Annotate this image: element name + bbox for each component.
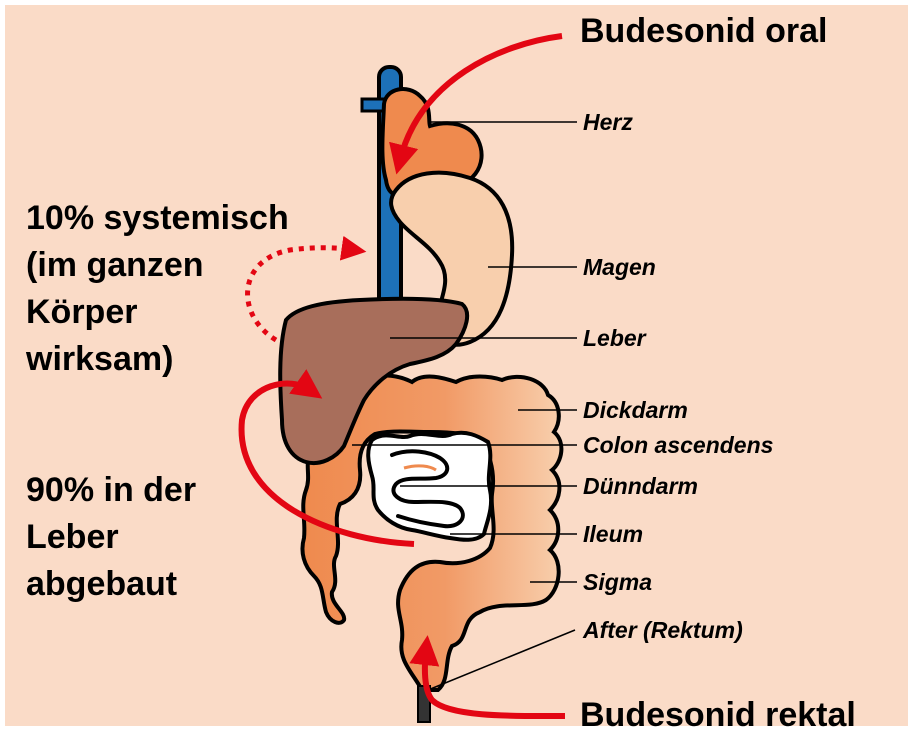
label-ileum: Ileum (583, 521, 643, 547)
liver-breakdown-note: 90% in der Leber abgebaut (26, 467, 196, 608)
label-dickdarm: Dickdarm (583, 397, 688, 423)
label-after: After (Rektum) (583, 617, 743, 643)
label-herz: Herz (583, 109, 633, 135)
breakdown-line-3: abgebaut (26, 561, 196, 608)
label-magen: Magen (583, 254, 656, 280)
systemic-line-1: 10% systemisch (26, 195, 289, 242)
label-colon-ascendens: Colon ascendens (583, 432, 773, 458)
systemic-note: 10% systemisch (im ganzen Körper wirksam… (26, 195, 289, 383)
label-leber: Leber (583, 325, 646, 351)
systemic-line-2: (im ganzen (26, 242, 289, 289)
systemic-line-3: Körper (26, 289, 289, 336)
label-duenndarm: Dünndarm (583, 473, 698, 499)
breakdown-line-2: Leber (26, 514, 196, 561)
label-sigma: Sigma (583, 569, 652, 595)
rectal-label: Budesonid rektal (580, 692, 856, 739)
breakdown-line-1: 90% in der (26, 467, 196, 514)
oral-label: Budesonid oral (580, 8, 827, 55)
systemic-line-4: wirksam) (26, 336, 289, 383)
